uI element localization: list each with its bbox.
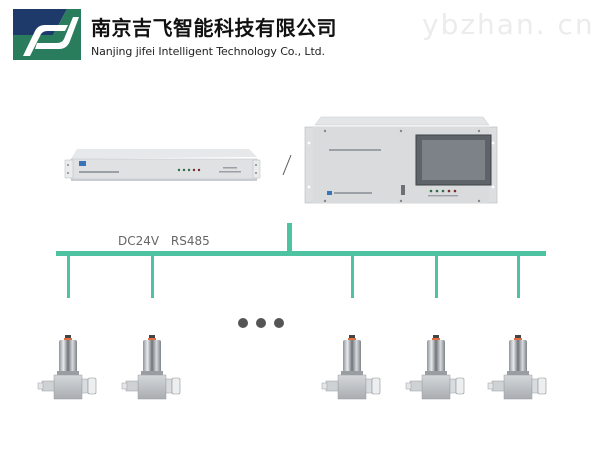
rs485-bus — [56, 251, 546, 256]
host-device-4u — [304, 116, 498, 204]
company-name-en: Nanjing jifei Intelligent Technology Co.… — [91, 45, 325, 58]
sensor-device — [121, 335, 181, 400]
sensor-device — [405, 335, 465, 400]
bus-drop-4 — [435, 256, 438, 298]
company-logo — [13, 9, 81, 60]
sensor-device — [487, 335, 547, 400]
bus-drop-2 — [151, 256, 154, 298]
more-devices-ellipsis — [238, 318, 284, 328]
bus-drop-3 — [351, 256, 354, 298]
bus-drop-1 — [67, 256, 70, 298]
bus-label: DC24V RS485 — [118, 234, 210, 248]
sensor-device — [321, 335, 381, 400]
ellipsis-dot — [274, 318, 284, 328]
bus-drop-5 — [517, 256, 520, 298]
sensor-device — [37, 335, 97, 400]
host-device-1u — [64, 149, 261, 181]
bus-uplink — [287, 223, 292, 251]
or-separator — [282, 154, 292, 176]
ellipsis-dot — [238, 318, 248, 328]
ellipsis-dot — [256, 318, 266, 328]
watermark: ybzhan. cn — [422, 8, 595, 41]
company-name-cn: 南京吉飞智能科技有限公司 — [91, 16, 337, 40]
